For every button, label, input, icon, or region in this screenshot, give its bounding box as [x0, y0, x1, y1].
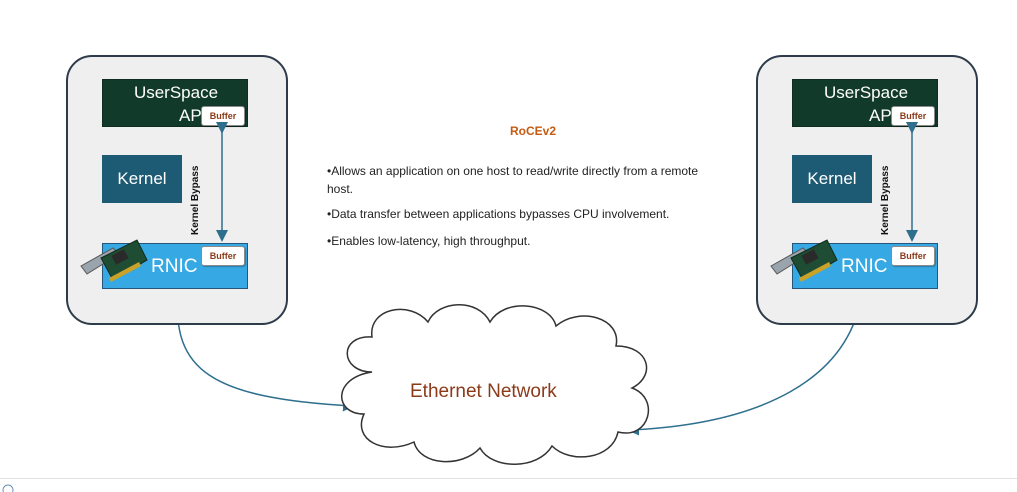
host-left: UserSpace APP Buffer Kernel Kernel Bypas… [66, 55, 288, 325]
bullet-1: •Allows an application on one host to re… [327, 164, 699, 196]
network-card-icon [770, 239, 838, 282]
app-label-line1: UserSpace [823, 83, 909, 102]
rnic-box: RNIC Buffer [770, 239, 938, 289]
host-right: UserSpace APP Buffer Kernel Kernel Bypas… [756, 55, 978, 325]
rocev2-title: RoCEv2 [510, 124, 557, 138]
kernel-bypass-line [216, 122, 228, 242]
kernel-box: Kernel [792, 155, 872, 203]
rnic-label: RNIC [151, 256, 198, 277]
globe-icon [2, 484, 14, 492]
kernel-bypass-line [906, 122, 918, 242]
kernel-bypass-label: Kernel Bypass [190, 165, 201, 235]
bullet-2: •Data transfer between applications bypa… [327, 207, 670, 221]
network-card-icon [80, 239, 148, 282]
rnic-label: RNIC [841, 256, 888, 277]
kernel-bypass-label: Kernel Bypass [880, 165, 891, 235]
rnic-buffer: Buffer [201, 246, 245, 266]
cloud-icon [341, 304, 649, 465]
app-label-line1: UserSpace [133, 83, 219, 102]
bottom-divider [0, 478, 1017, 479]
rnic-buffer: Buffer [891, 246, 935, 266]
rnic-box: RNIC Buffer [80, 239, 248, 289]
userspace-app-box: UserSpace APP Buffer [102, 79, 248, 127]
bullet-3: •Enables low-latency, high throughput. [327, 234, 531, 248]
userspace-app-box: UserSpace APP Buffer [792, 79, 938, 127]
kernel-box: Kernel [102, 155, 182, 203]
ethernet-network-label: Ethernet Network [410, 381, 557, 402]
